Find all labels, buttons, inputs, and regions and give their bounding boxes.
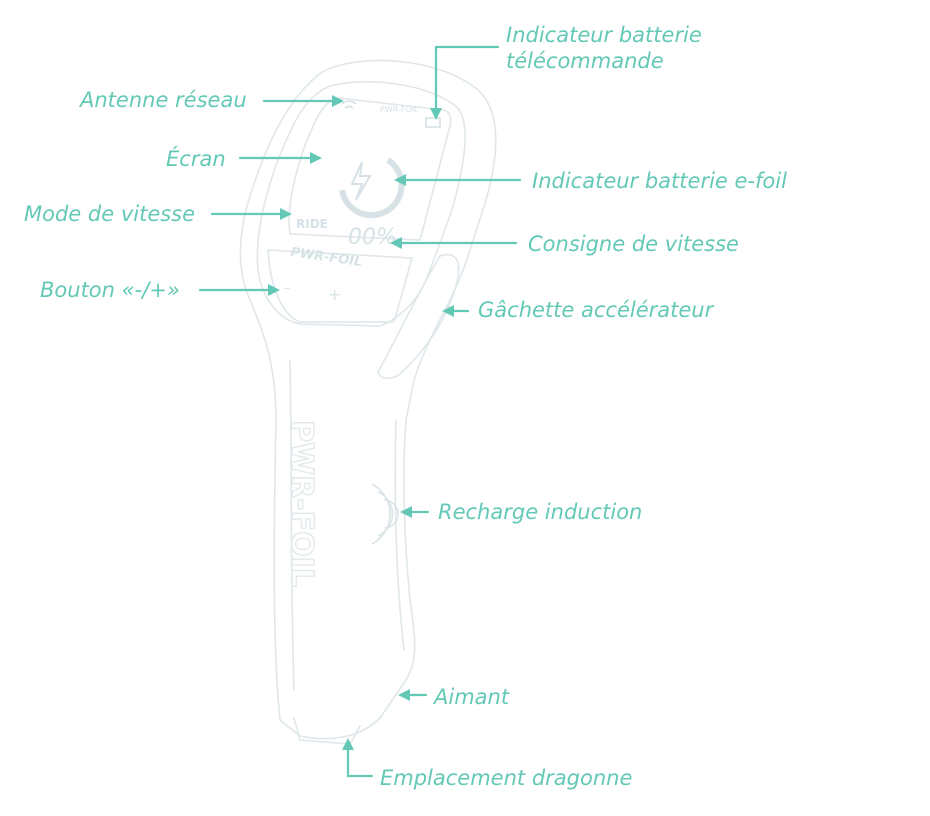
label-network-antenna: Antenne réseau [80, 88, 247, 112]
lanyard-slot-outline [293, 717, 361, 745]
label-remote-battery-line-2: télécommande [506, 49, 664, 73]
speed-mode-text: RIDE [296, 217, 328, 231]
wifi-icon [341, 100, 357, 109]
label-efoil-battery: Indicateur batterie e-foil [532, 169, 787, 193]
button-strip-outline [267, 249, 413, 323]
screen-brand-text: PWR-FOIL [380, 105, 419, 114]
label-remote-battery-line-1: Indicateur batterie [506, 23, 702, 47]
arrow-lanyard-slot [346, 744, 374, 778]
plus-icon: + [328, 285, 341, 304]
wireless-charging-icon [371, 483, 399, 545]
remote-body-outline [239, 59, 497, 740]
label-lanyard-slot: Emplacement dragonne [380, 766, 633, 790]
handle-inner-line [289, 359, 295, 691]
battery-icon [425, 117, 441, 128]
arrow-remote-battery [434, 45, 500, 114]
label-screen: Écran [166, 147, 226, 171]
efoil-battery-ring [339, 157, 405, 219]
handle-right-line [394, 419, 405, 651]
trigger-outline [377, 253, 460, 380]
screen-outline [288, 97, 452, 241]
minus-icon: – [284, 281, 290, 295]
label-throttle-trigger: Gâchette accélérateur [478, 298, 714, 322]
remote-face-outline [256, 81, 466, 327]
label-plus-minus-button: Bouton «-/+» [40, 278, 180, 302]
label-speed-setpoint: Consigne de vitesse [528, 232, 739, 256]
label-remote-battery: Indicateur batterie télécommande [506, 22, 702, 74]
label-speed-mode: Mode de vitesse [24, 202, 196, 226]
label-induction-charging: Recharge induction [438, 500, 643, 524]
label-magnet: Aimant [434, 685, 510, 709]
handle-brand-text: PWR-FOIL [284, 420, 319, 587]
lightning-icon [350, 161, 372, 201]
speed-value-text: 00% [348, 225, 397, 250]
